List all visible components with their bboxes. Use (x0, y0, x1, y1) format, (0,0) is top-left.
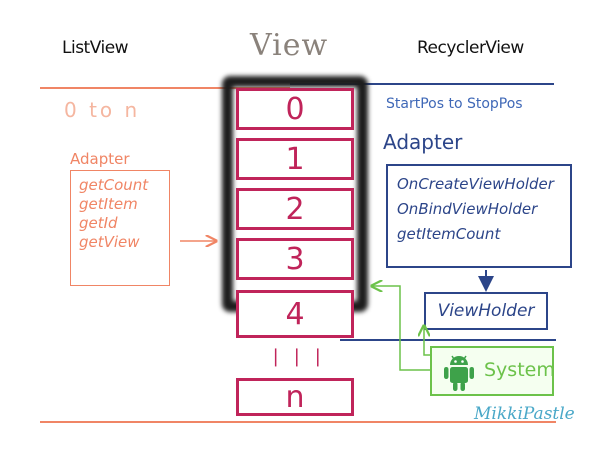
recyclerview-range-label: StartPos to StopPos (386, 96, 523, 112)
listview-header: ListView (62, 38, 129, 58)
adapter-method: OnCreateViewHolder (397, 175, 554, 193)
recyclerview-header: RecyclerView (417, 38, 524, 58)
list-row-4: 4 (236, 290, 354, 338)
viewholder-box: ViewHolder (424, 292, 548, 330)
system-to-view-arrow (372, 286, 430, 371)
viewport-bottom-line (340, 339, 556, 341)
view-header: View (250, 28, 329, 63)
list-row-1: 1 (236, 138, 354, 180)
listview-range-label: 0 to n (64, 98, 141, 122)
adapter-method: getView (79, 233, 140, 251)
top-line-right (290, 83, 554, 85)
bottom-line (40, 421, 556, 423)
adapter-method: getCount (79, 176, 149, 194)
list-row-2: 2 (236, 188, 354, 230)
list-row-3: 3 (236, 238, 354, 280)
system-to-viewholder-arrow (424, 326, 432, 356)
recyclerview-adapter-title: Adapter (383, 130, 463, 154)
signature: MikkiPastle (474, 404, 575, 424)
recyclerview-adapter-box: OnCreateViewHolder OnBindViewHolder getI… (386, 164, 572, 268)
adapter-method: OnBindViewHolder (397, 200, 538, 218)
listview-adapter-box: getCount getItem getId getView (70, 170, 170, 286)
adapter-method: getItem (79, 195, 138, 213)
listview-adapter-title: Adapter (70, 150, 130, 168)
system-box: System (430, 346, 555, 396)
list-row-0: 0 (236, 88, 354, 130)
android-icon (444, 355, 474, 391)
top-line-left (40, 87, 290, 89)
system-label: System (484, 359, 555, 381)
list-row-n: n (236, 378, 354, 416)
ellipsis-marks: ❘❘❘ (268, 346, 332, 367)
adapter-method: getId (79, 214, 118, 232)
adapter-method: getItemCount (397, 225, 501, 243)
